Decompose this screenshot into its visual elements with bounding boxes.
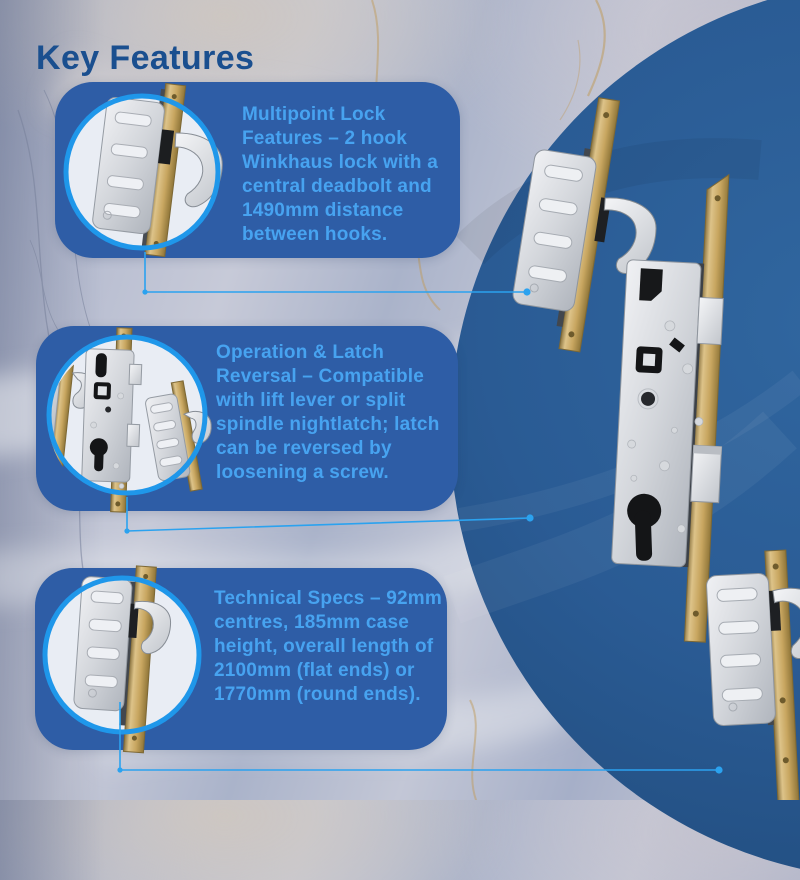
- top-hook-lock: [512, 97, 657, 353]
- detail-wedge: [669, 337, 685, 353]
- screw: [171, 94, 177, 100]
- screw: [779, 697, 786, 704]
- hook-slot: [128, 603, 139, 639]
- rivet: [529, 283, 539, 293]
- screw: [603, 112, 610, 119]
- latch-cutout: [95, 353, 107, 378]
- feature-card-operation-latch-reversal: Operation & Latch Reversal – Compatible …: [36, 326, 458, 513]
- case-ribs: [716, 587, 763, 702]
- euro-cylinder-tail: [634, 510, 653, 561]
- case-ribs: [84, 590, 124, 688]
- latch-cutout: [639, 268, 663, 301]
- feature-card-technical-specs: Technical Specs – 92mm centres, 185mm ca…: [35, 565, 447, 754]
- right-hook-case-art: [145, 380, 212, 492]
- hook-bolt: [603, 197, 657, 274]
- light-rivets: [627, 320, 704, 534]
- hook-case-art: [73, 565, 172, 754]
- gearbox-case: [81, 348, 135, 483]
- rivet: [728, 702, 738, 712]
- photo-ring: [63, 93, 221, 251]
- bolt-tab: [126, 423, 141, 448]
- page-title: Key Features: [36, 38, 255, 77]
- feature-photo-1: [63, 82, 223, 258]
- screw: [692, 610, 699, 617]
- feature-text: Technical Specs – 92mm centres, 185mm ca…: [214, 588, 442, 705]
- feature-photo-3: [42, 565, 202, 754]
- lock-case: [706, 572, 776, 726]
- spindle-square: [642, 353, 656, 367]
- hook-bolt: [133, 600, 172, 655]
- feature-card-multipoint-lock-features: Multipoint Lock Features – 2 hook Winkha…: [55, 82, 460, 258]
- gearbox-case: [611, 259, 702, 568]
- centre-gearbox: [611, 173, 730, 643]
- dark-rivet: [641, 391, 656, 406]
- screw: [772, 563, 779, 570]
- feature-text: Operation & Latch Reversal – Compatible …: [216, 342, 440, 483]
- screw: [782, 757, 789, 764]
- hook-lock-art: [92, 82, 223, 258]
- feature-photo-2: [41, 327, 212, 513]
- screw: [568, 331, 575, 338]
- hook-bolt: [772, 587, 800, 659]
- rivet: [102, 210, 112, 220]
- hook-slot: [158, 129, 175, 165]
- lock-case: [92, 96, 165, 235]
- case-ribs: [528, 164, 583, 283]
- bottom-hook-lock: [706, 549, 800, 800]
- photo-ring: [46, 334, 208, 496]
- screw: [143, 574, 149, 580]
- case-ribs: [103, 111, 152, 219]
- screw: [714, 195, 721, 202]
- hook-bolt: [174, 132, 223, 208]
- product-photo: [455, 97, 800, 800]
- centre-gearbox-art: [81, 327, 143, 513]
- latch-keep: [696, 296, 724, 346]
- feature-text: Multipoint Lock Features – 2 hook Winkha…: [242, 104, 438, 245]
- deadbolt-shadow: [693, 445, 722, 455]
- rivet: [87, 688, 97, 698]
- bolt-tab: [128, 363, 143, 386]
- rivet-ring: [637, 388, 659, 410]
